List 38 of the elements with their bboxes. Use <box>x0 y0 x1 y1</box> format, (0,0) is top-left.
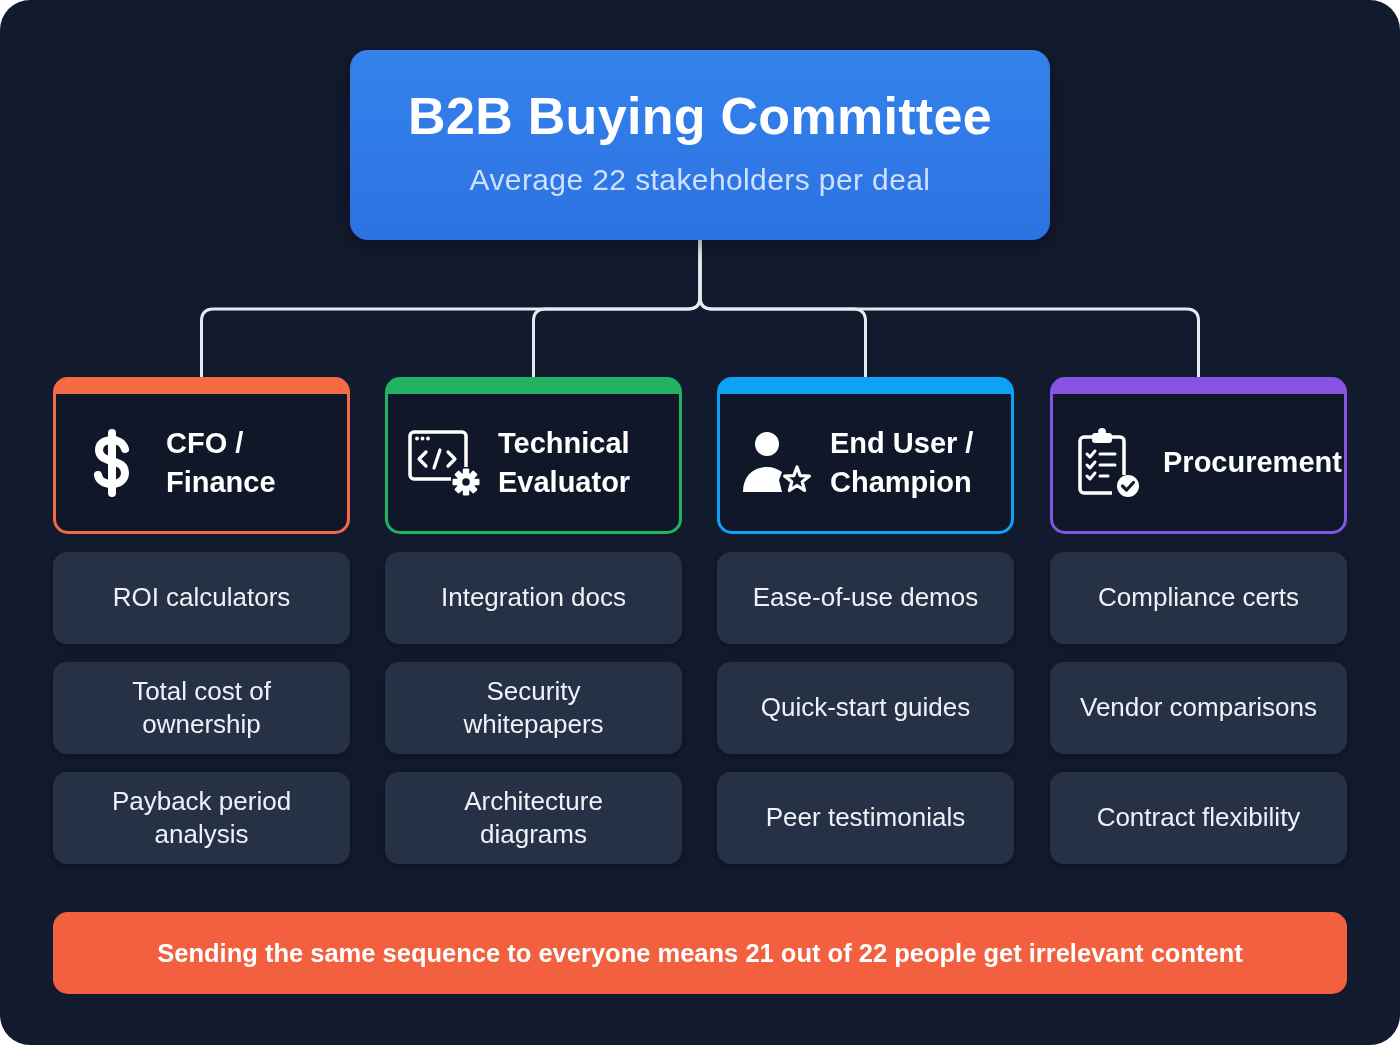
content-card <box>717 772 1014 864</box>
warning-banner <box>53 912 1347 994</box>
title-text: B2B Buying Committee <box>408 86 992 147</box>
content-label: Total cost of ownership <box>131 675 272 741</box>
content-label: Ease-of-use demos <box>752 581 979 615</box>
role-title: Procurement <box>1163 445 1342 481</box>
content-label: Peer testimonials <box>765 801 966 835</box>
content-card <box>1050 772 1347 864</box>
content-card <box>53 662 350 754</box>
content-label: Architecture diagrams <box>463 785 604 851</box>
subtitle-text: Average 22 stakeholders per deal <box>469 162 931 198</box>
content-label: Compliance certs <box>1098 581 1299 615</box>
content-label: Payback period analysis <box>110 785 293 851</box>
content-card <box>385 772 682 864</box>
role-header-card <box>53 377 350 534</box>
content-label: Contract flexibility <box>1096 801 1301 835</box>
content-card <box>1050 662 1347 754</box>
content-label: Quick-start guides <box>760 691 971 725</box>
role-header-card <box>717 377 1014 534</box>
content-label: Vendor comparisons <box>1080 691 1317 725</box>
content-card <box>53 552 350 644</box>
content-label: Integration docs <box>441 581 626 615</box>
banner-text: Sending the same sequence to everyone means 21 out of 22 people get irrelevant content <box>157 938 1243 968</box>
role-header-card <box>1050 377 1347 534</box>
connector-line <box>698 238 1200 379</box>
role-title: CFO / Finance <box>166 426 277 500</box>
role-title: Technical Evaluator <box>498 426 632 500</box>
role-title: End User / Champion <box>830 426 975 500</box>
content-card <box>717 662 1014 754</box>
content-card <box>1050 552 1347 644</box>
role-header-card <box>385 377 682 534</box>
content-card <box>385 552 682 644</box>
content-card <box>53 772 350 864</box>
content-card <box>385 662 682 754</box>
title-box <box>350 50 1050 240</box>
content-label: ROI calculators <box>112 581 291 615</box>
content-label: Security whitepapers <box>462 675 605 741</box>
content-card <box>717 552 1014 644</box>
